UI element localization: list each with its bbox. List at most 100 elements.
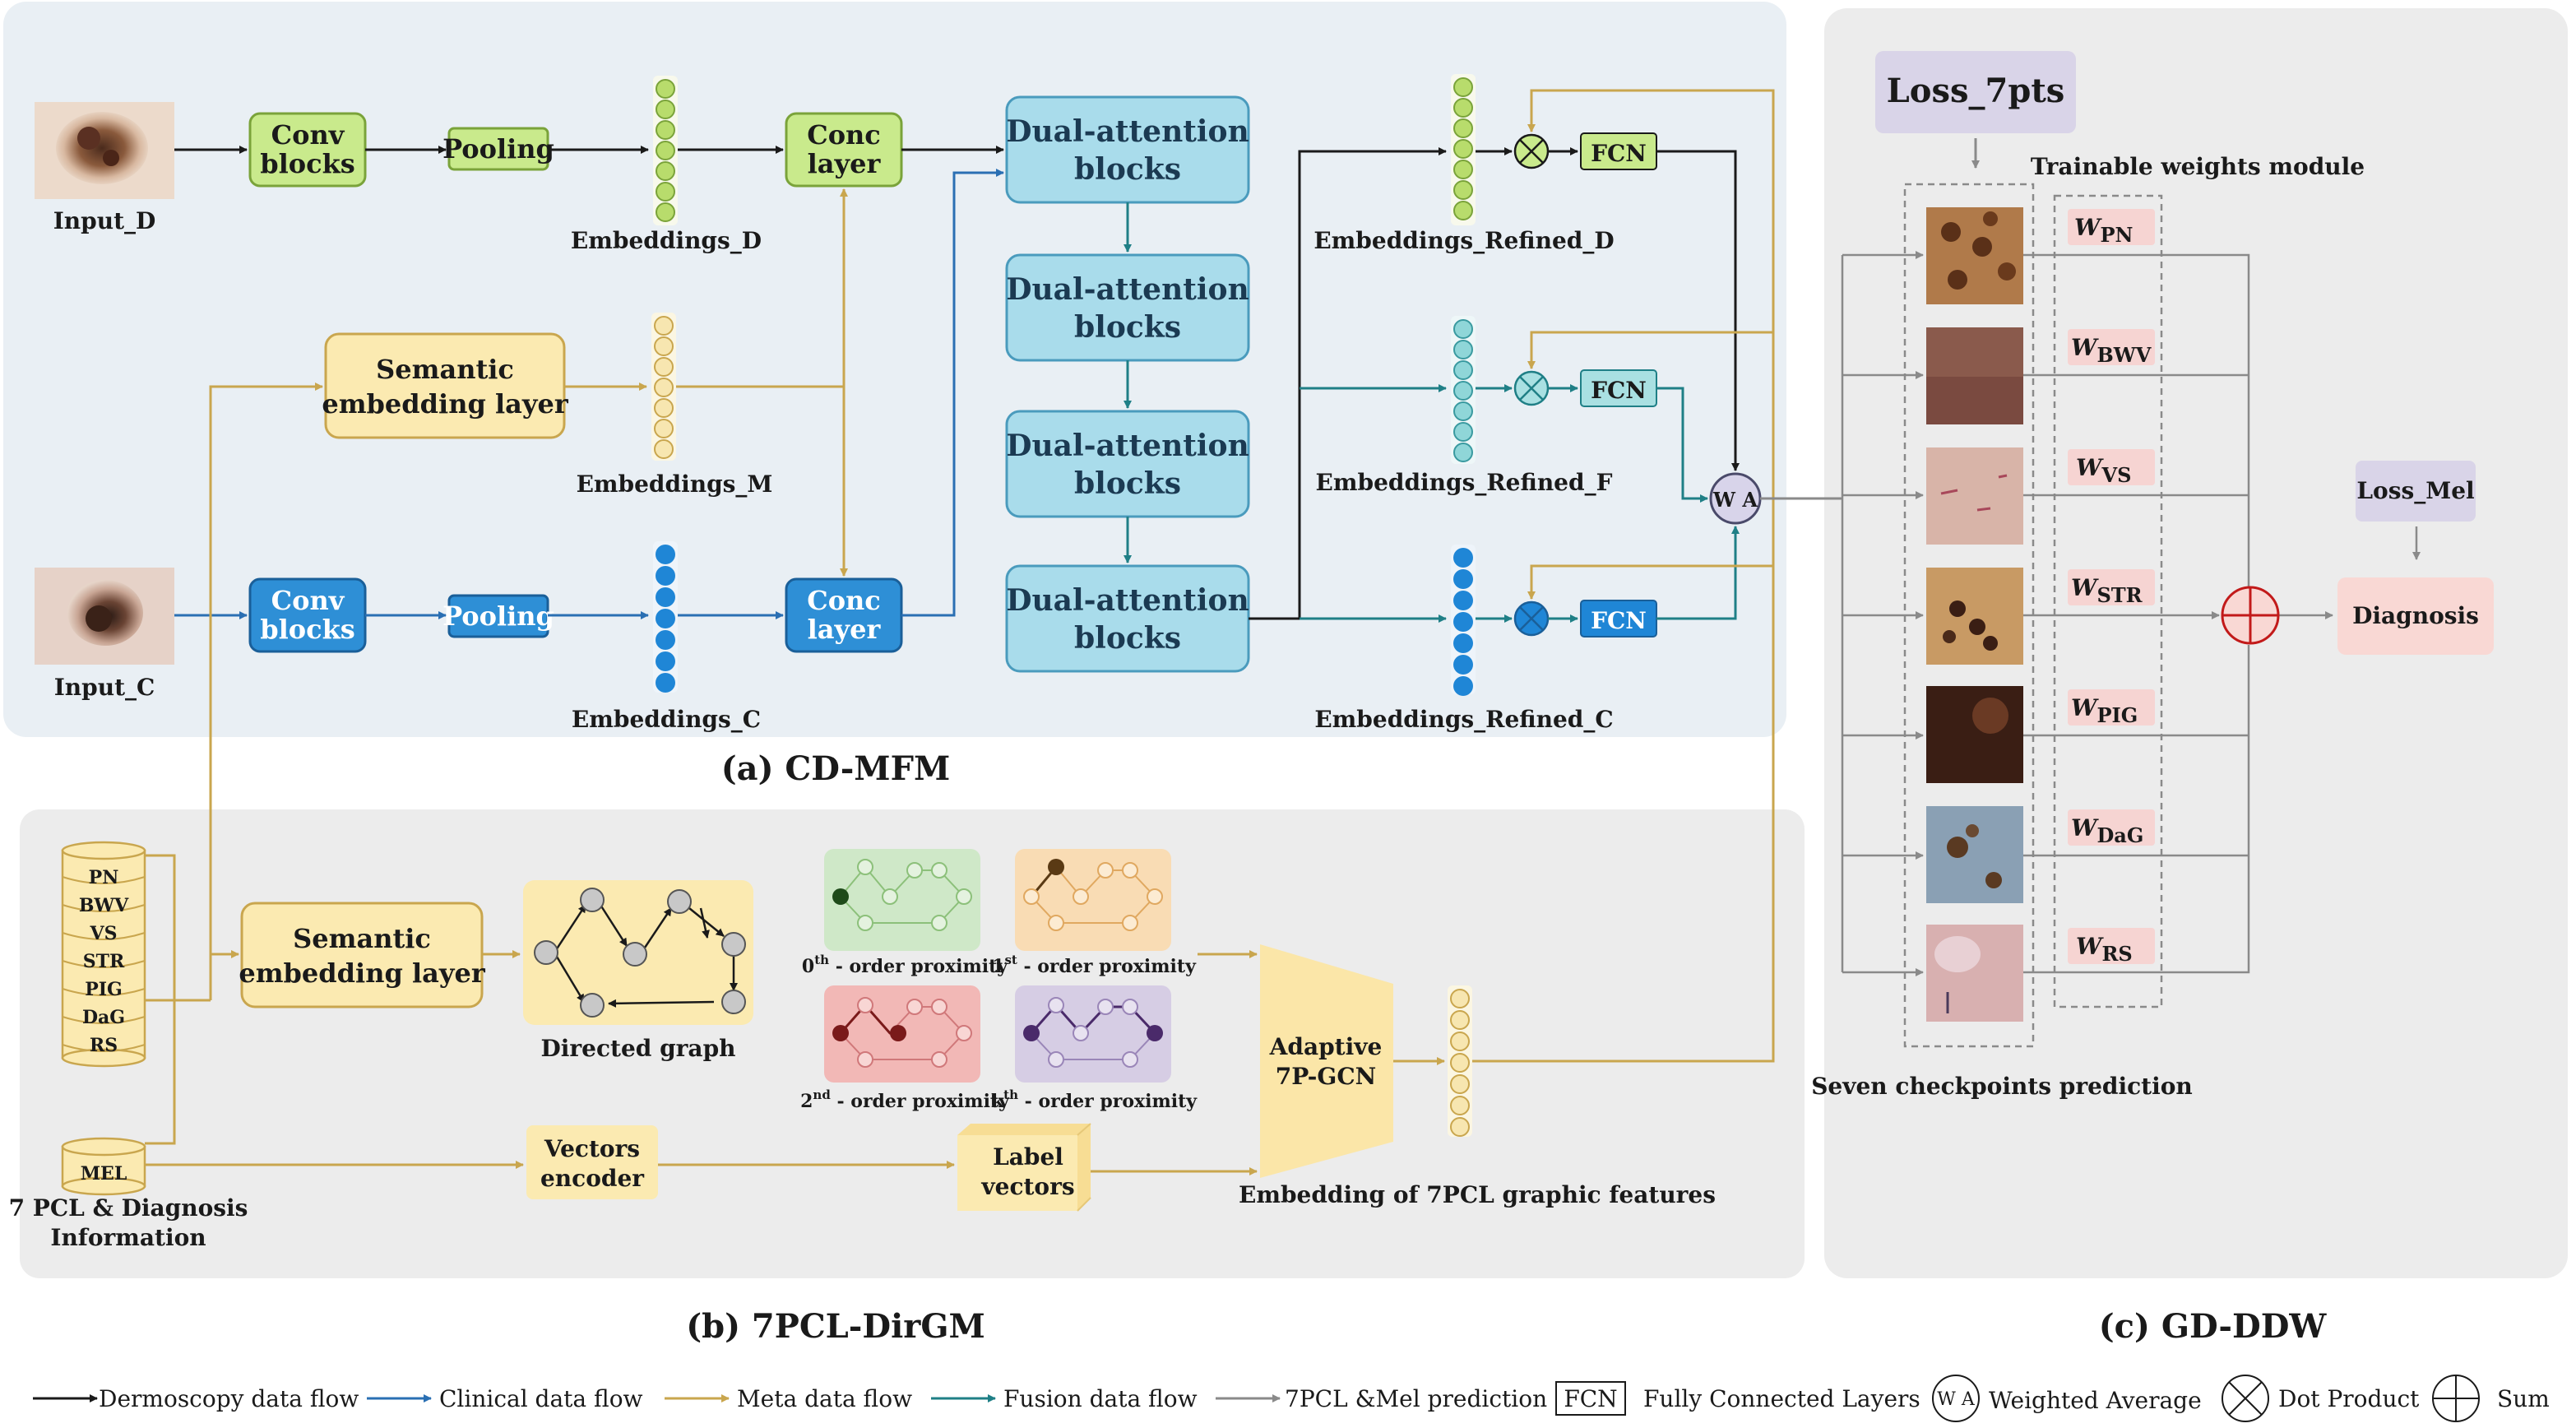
- section-a-title: (a) CD-MFM: [721, 749, 951, 788]
- adaptive-7p-gcn: Adaptive 7P-GCN: [1260, 944, 1393, 1178]
- dual-attention-block-3: Dual-attention blocks: [1005, 410, 1250, 518]
- embeddings-refined-f-label: Embeddings_Refined_F: [1316, 469, 1613, 496]
- svg-text:vectors: vectors: [980, 1173, 1074, 1200]
- weight-badge-vs: WVS: [2068, 449, 2155, 487]
- vectors-encoder: Vectors encoder: [526, 1125, 658, 1199]
- embeddings-refined-d-column: [1451, 74, 1476, 225]
- fcn-d: FCN: [1580, 132, 1657, 170]
- svg-text:FCN: FCN: [1591, 377, 1647, 404]
- section-b-title: (b) 7PCL-DirGM: [686, 1307, 985, 1346]
- svg-text:Clinical data flow: Clinical data flow: [439, 1385, 643, 1412]
- weighted-average-node: W A: [1709, 472, 1762, 525]
- svg-text:Pooling: Pooling: [442, 133, 554, 165]
- db-item-pn: PN: [89, 867, 119, 888]
- db-item-pig: PIG: [85, 979, 123, 1000]
- fcn-c: FCN: [1580, 600, 1657, 638]
- checkpoint-image-pig: [1926, 686, 2023, 783]
- embeddings-refined-d-label: Embeddings_Refined_D: [1313, 227, 1614, 254]
- svg-text:blocks: blocks: [260, 148, 355, 179]
- proximity-0th: [824, 849, 980, 951]
- svg-text:Pooling: Pooling: [442, 600, 554, 632]
- svg-text:Conc: Conc: [807, 119, 881, 151]
- svg-text:7PCL &Mel prediction: 7PCL &Mel prediction: [1285, 1385, 1547, 1412]
- svg-text:FCN: FCN: [1564, 1385, 1617, 1412]
- svg-text:Dual-attention: Dual-attention: [1006, 583, 1249, 618]
- svg-text:WSTR: WSTR: [2071, 574, 2143, 607]
- svg-text:Sum: Sum: [2497, 1385, 2550, 1412]
- svg-text:7P-GCN: 7P-GCN: [1276, 1063, 1376, 1090]
- svg-text:Label: Label: [993, 1143, 1063, 1171]
- svg-text:Adaptive: Adaptive: [1269, 1033, 1383, 1060]
- cdmfm-connections: [174, 89, 1842, 1063]
- db-item-vs: VS: [90, 923, 118, 944]
- embeddings-d-column: [653, 76, 678, 225]
- svg-text:Meta data flow: Meta data flow: [737, 1385, 912, 1412]
- svg-text:layer: layer: [808, 614, 882, 645]
- svg-text:embedding layer: embedding layer: [322, 388, 568, 420]
- conv-blocks-d: Conv blocks: [248, 112, 367, 188]
- checkpoint-image-pn: [1926, 207, 2023, 304]
- info-label-line1: 7 PCL & Diagnosis: [9, 1194, 248, 1222]
- legend-fusion: Fusion data flow: [931, 1385, 1198, 1412]
- svg-text:Loss_Mel: Loss_Mel: [2356, 477, 2474, 504]
- input-d-label: Input_D: [53, 207, 156, 234]
- input-c-image: [35, 568, 174, 665]
- embeddings-refined-c-label: Embeddings_Refined_C: [1314, 706, 1613, 733]
- svg-text:WRS: WRS: [2076, 933, 2133, 966]
- directed-graph: [523, 880, 753, 1025]
- svg-text:Dual-attention: Dual-attention: [1006, 114, 1249, 149]
- legend-prediction: 7PCL &Mel prediction: [1216, 1385, 1547, 1412]
- svg-text:WPN: WPN: [2074, 214, 2133, 247]
- proximity-kth-label: kth - order proximity: [991, 1087, 1198, 1112]
- embeddings-m-column: [651, 313, 676, 461]
- checkpoint-image-dag: [1926, 806, 2023, 903]
- info-label-line2: Information: [50, 1224, 206, 1251]
- svg-text:Diagnosis: Diagnosis: [2352, 602, 2479, 629]
- db-item-rs: RS: [90, 1035, 118, 1056]
- embeddings-refined-c-column: [1451, 545, 1476, 696]
- svg-text:FCN: FCN: [1591, 607, 1647, 634]
- weight-badge-pn: WPN: [2068, 209, 2155, 247]
- embedding-7pcl-column: [1448, 985, 1472, 1137]
- mel-cylinder: [61, 1137, 146, 1196]
- panel-cd-mfm: [3, 2, 1786, 737]
- weight-badge-str: WSTR: [2068, 569, 2155, 607]
- svg-text:Dot Product: Dot Product: [2278, 1385, 2420, 1412]
- dot-product-d: [1513, 133, 1550, 169]
- embedding-7pcl-caption: Embedding of 7PCL graphic features: [1239, 1181, 1716, 1208]
- dual-attention-block-4: Dual-attention blocks: [1005, 564, 1250, 673]
- embeddings-refined-f-column: [1451, 316, 1476, 464]
- semantic-embedding-layer-dirgm: Semantic embedding layer: [239, 902, 486, 1008]
- svg-text:Fully Connected Layers: Fully Connected Layers: [1643, 1385, 1920, 1412]
- svg-text:Vectors: Vectors: [544, 1135, 640, 1162]
- svg-text:W A: W A: [1937, 1389, 1976, 1410]
- svg-text:encoder: encoder: [540, 1165, 645, 1192]
- dirgm-connections: [145, 854, 1445, 1175]
- svg-text:Dermoscopy data flow: Dermoscopy data flow: [99, 1385, 359, 1412]
- legend-meta: Meta data flow: [665, 1385, 912, 1412]
- embeddings-c-label: Embeddings_C: [572, 706, 761, 733]
- svg-text:WPIG: WPIG: [2071, 694, 2138, 727]
- conc-layer-d: Conc layer: [785, 112, 903, 188]
- svg-text:layer: layer: [808, 148, 882, 179]
- svg-text:Weighted Average: Weighted Average: [1989, 1387, 2202, 1414]
- legend-weighted-average: W A Weighted Average: [1932, 1375, 2202, 1422]
- svg-text:blocks: blocks: [260, 614, 355, 645]
- legend: Dermoscopy data flow Clinical data flow …: [33, 1375, 2550, 1422]
- proximity-kth: [1015, 985, 1171, 1083]
- db-item-str: STR: [83, 951, 125, 972]
- svg-text:WDaG: WDaG: [2071, 814, 2143, 847]
- svg-text:Fusion data flow: Fusion data flow: [1003, 1385, 1198, 1412]
- label-vectors-cube: Label vectors: [957, 1123, 1091, 1212]
- db-item-bwv: BWV: [79, 895, 129, 916]
- pooling-d: Pooling: [442, 127, 554, 171]
- directed-graph-label: Directed graph: [540, 1035, 735, 1062]
- checkpoints-caption: Seven checkpoints prediction: [1811, 1073, 2193, 1100]
- dual-attention-block-1: Dual-attention blocks: [1005, 95, 1250, 204]
- dual-attention-block-2: Dual-attention blocks: [1005, 253, 1250, 362]
- svg-text:embedding layer: embedding layer: [239, 957, 485, 989]
- db-item-dag: DaG: [82, 1007, 125, 1028]
- svg-text:Dual-attention: Dual-attention: [1006, 272, 1249, 307]
- svg-text:blocks: blocks: [1074, 310, 1181, 345]
